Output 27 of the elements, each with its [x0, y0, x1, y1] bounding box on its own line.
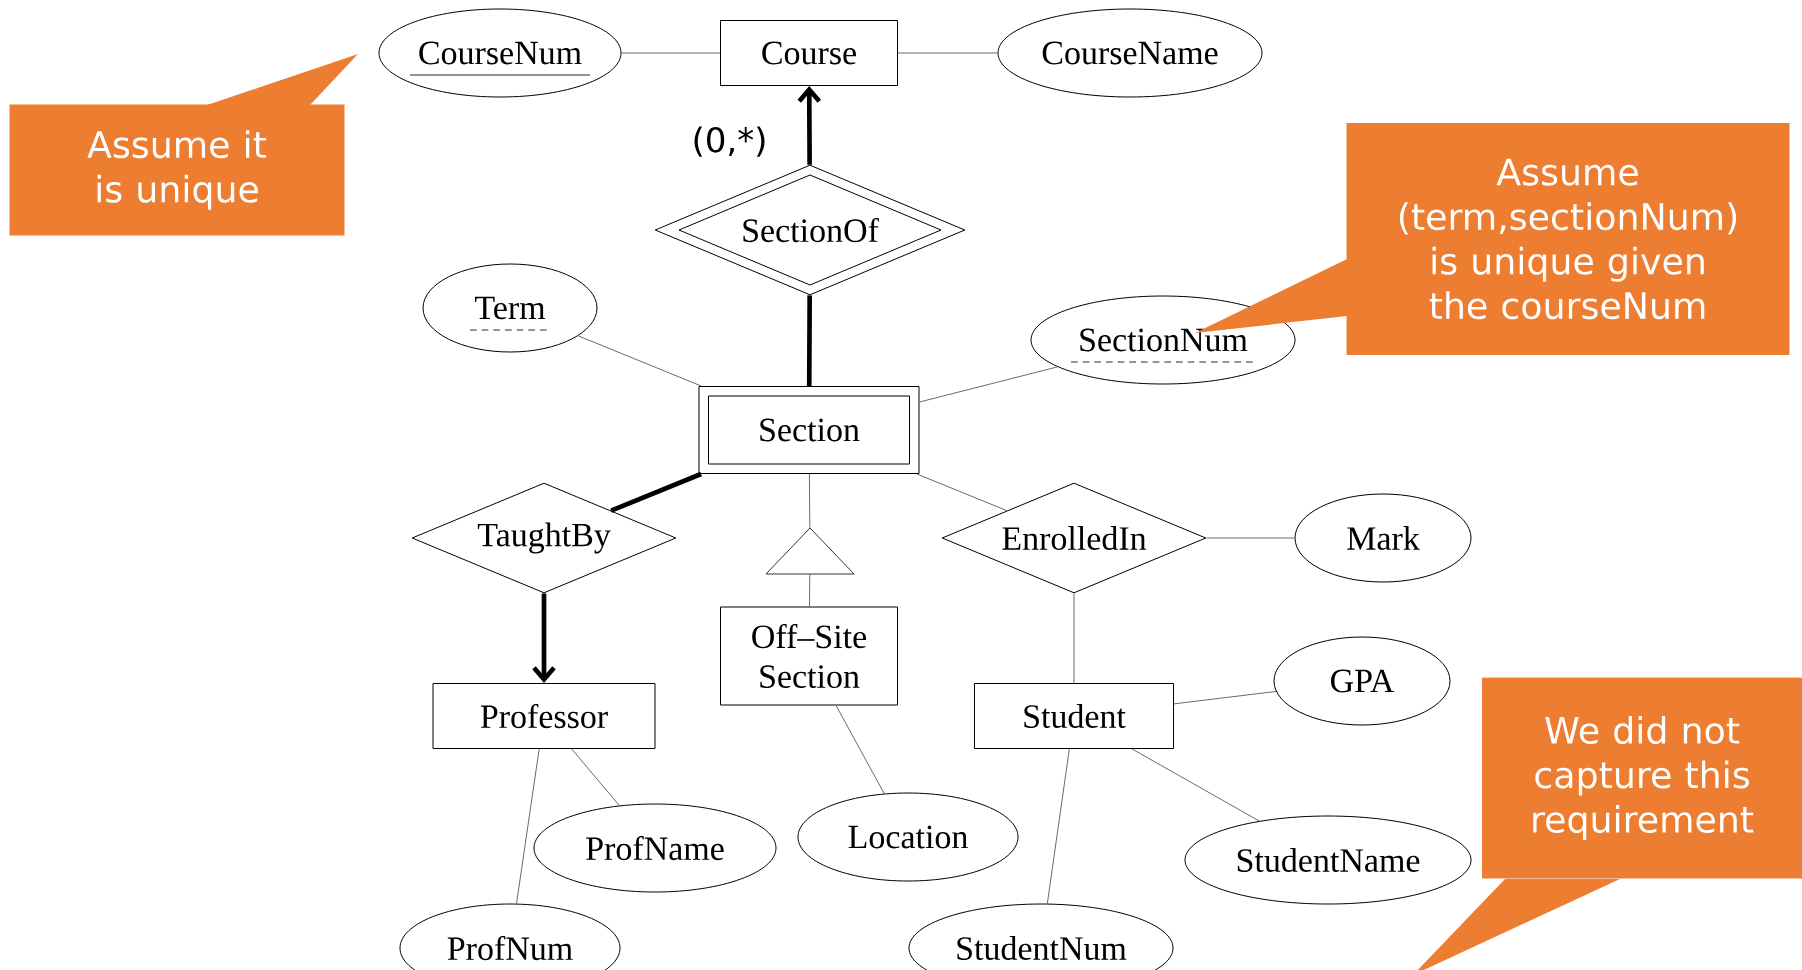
connector-line [1073, 593, 1075, 684]
connector-line [577, 335, 702, 387]
connector-line [1046, 748, 1070, 904]
edge-label: (0,*) [689, 124, 770, 159]
entity-box: Course [720, 20, 898, 86]
connector-line [532, 593, 556, 683]
connector-line [919, 366, 1058, 403]
connector-line [1206, 537, 1295, 539]
connector-line [809, 573, 811, 607]
weak-entity-box: Section [698, 386, 920, 474]
connector-line [806, 295, 813, 387]
connector-line [808, 473, 811, 529]
connector-line [897, 52, 998, 54]
entity-box: Student [974, 683, 1174, 749]
callout-box: Assume it is unique [9, 54, 358, 236]
connector-line [1131, 748, 1260, 822]
connector-line [797, 86, 822, 165]
connector-line [621, 52, 721, 54]
connector-line [610, 471, 702, 513]
entity-box: Professor [432, 683, 656, 749]
connector-line [516, 748, 540, 904]
entity-box: Off–Site Section [720, 606, 898, 706]
connector-line [571, 748, 620, 806]
connector-line [916, 473, 1008, 512]
isa-triangle [765, 527, 855, 575]
connector-line [1173, 691, 1277, 705]
connector-line [835, 705, 885, 794]
